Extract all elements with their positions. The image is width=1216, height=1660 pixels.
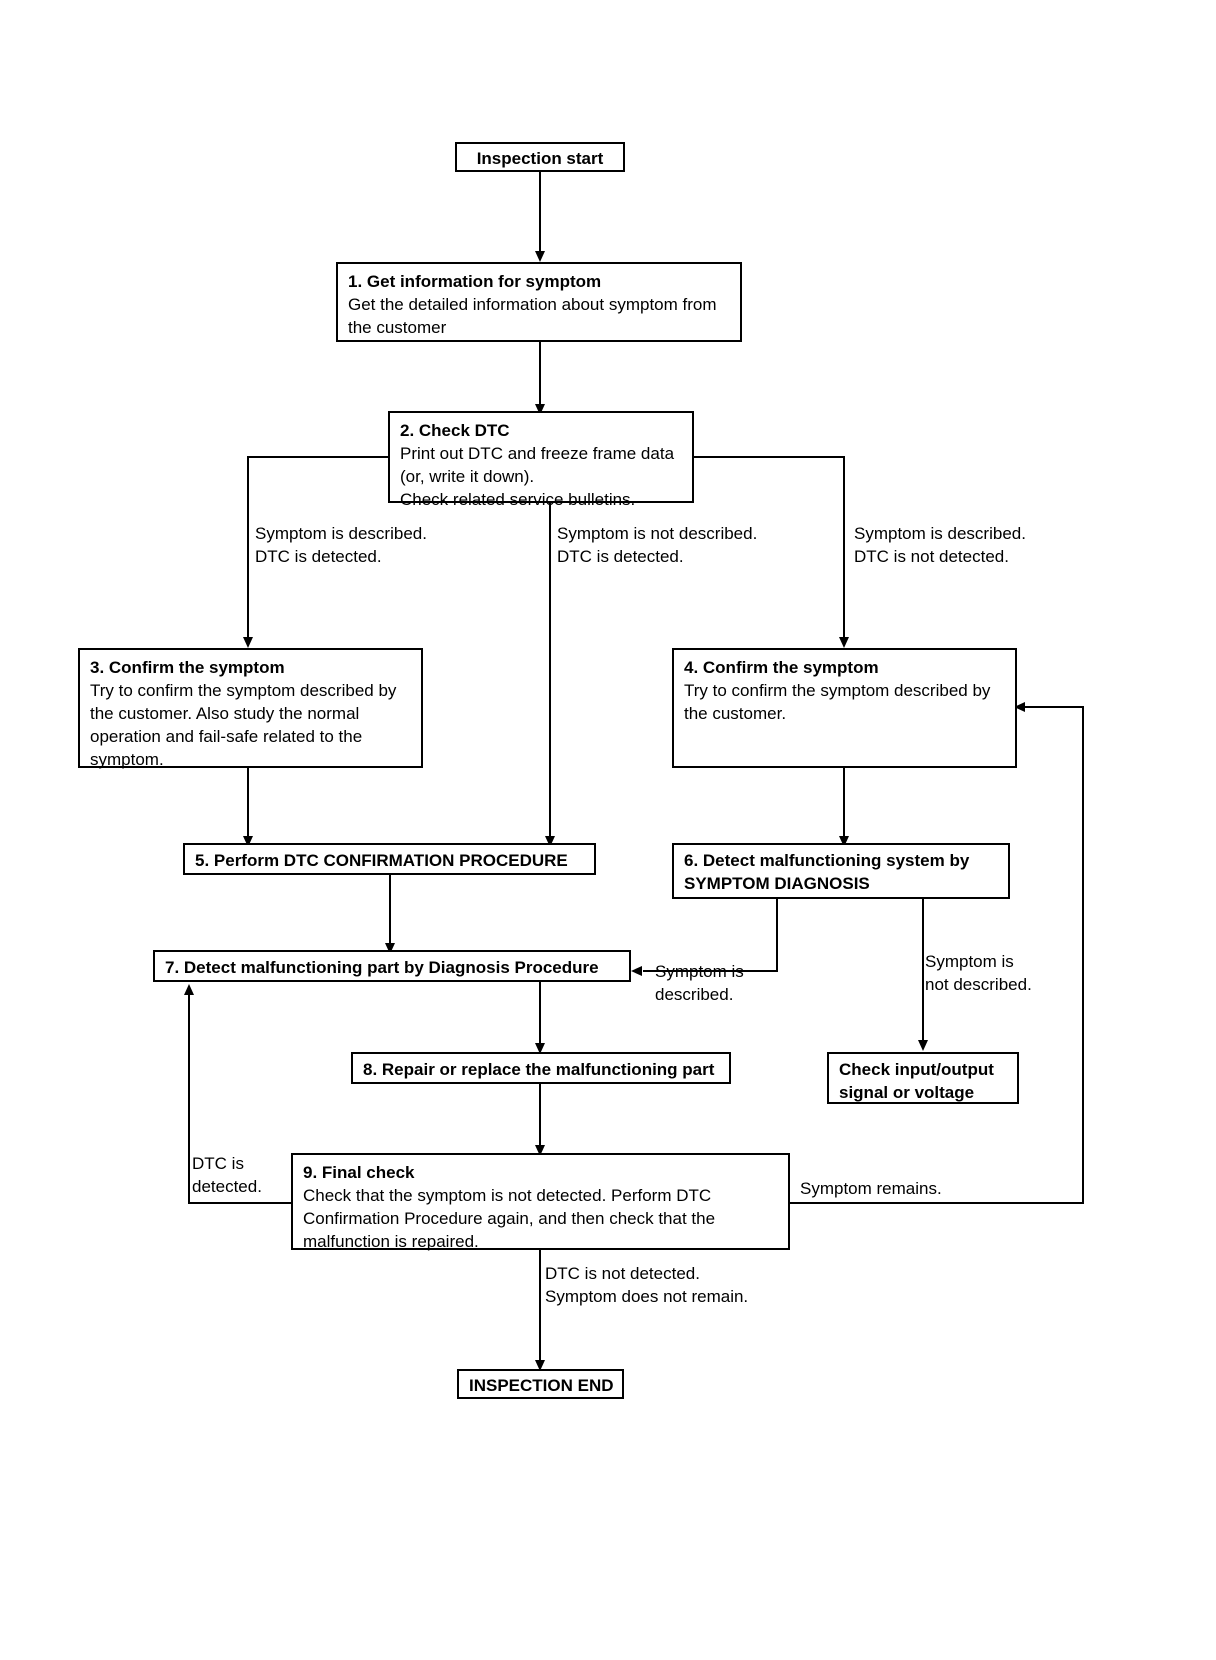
node-inspection-end[interactable]: INSPECTION END <box>457 1369 624 1399</box>
node-step-5[interactable]: 5. Perform DTC CONFIRMATION PROCEDURE <box>183 843 596 875</box>
arrowhead-step2 <box>535 404 545 415</box>
arrowhead-step5-from-step3 <box>243 836 253 847</box>
node-step-7-title: 7. Detect malfunctioning part by Diagnos… <box>165 958 599 977</box>
arrowhead-step6 <box>839 836 849 847</box>
arrowhead-step4 <box>839 637 849 648</box>
edge-label-branch-middle: Symptom is not described. DTC is detecte… <box>557 524 758 566</box>
node-step-9-title: 9. Final check <box>303 1163 415 1182</box>
node-step-4[interactable]: 4. Confirm the symptom Try to confirm th… <box>672 648 1017 768</box>
edge-step9-loop-vertical <box>188 995 190 1203</box>
node-step-8[interactable]: 8. Repair or replace the malfunctioning … <box>351 1052 731 1084</box>
edge-step2-right-vertical <box>843 456 845 640</box>
node-step-4-title: 4. Confirm the symptom <box>684 658 879 677</box>
node-step-8-title: 8. Repair or replace the malfunctioning … <box>363 1060 715 1079</box>
node-step-1-title: 1. Get information for symptom <box>348 272 602 291</box>
edge-step6-to-check-io <box>922 899 924 1044</box>
arrowhead-step3 <box>243 637 253 648</box>
arrowhead-step7-from-step6 <box>631 966 642 976</box>
edge-label-dtc-detected: DTC is detected. <box>192 1154 262 1196</box>
node-step-6[interactable]: 6. Detect malfunctioning system by SYMPT… <box>672 843 1010 899</box>
node-step-1[interactable]: 1. Get information for symptom Get the d… <box>336 262 742 342</box>
node-inspection-end-label: INSPECTION END <box>469 1376 614 1395</box>
arrowhead-check-io <box>918 1040 928 1051</box>
arrowhead-step7-from-step5 <box>385 943 395 954</box>
arrowhead-end <box>535 1360 545 1371</box>
node-check-input-output[interactable]: Check input/output signal or voltage <box>827 1052 1019 1104</box>
edge-label-symptom-described: Symptom is described. <box>655 962 744 1004</box>
node-step-1-body: Get the detailed information about sympt… <box>348 295 717 337</box>
edge-label-symptom-remains: Symptom remains. <box>800 1179 942 1198</box>
edge-label-final-pass: DTC is not detected. Symptom does not re… <box>545 1264 749 1306</box>
edge-step9-remains-horizontal-bottom <box>789 1202 1084 1204</box>
edge-step3-to-step5 <box>247 768 249 842</box>
arrowhead-step5-from-step2 <box>545 836 555 847</box>
edge-step6-to-step7-horizontal <box>643 970 778 972</box>
node-check-input-output-title: Check input/output signal or voltage <box>839 1060 994 1102</box>
edge-step2-right-horizontal <box>692 456 845 458</box>
edge-label-branch-right: Symptom is described. DTC is not detecte… <box>854 524 1026 566</box>
edge-step4-to-step6 <box>843 768 845 842</box>
edge-label-branch-left: Symptom is described. DTC is detected. <box>255 524 427 566</box>
node-step-9[interactable]: 9. Final check Check that the symptom is… <box>291 1153 790 1251</box>
node-step-2-title: 2. Check DTC <box>400 421 510 440</box>
edge-step2-left-horizontal <box>247 456 390 458</box>
edge-step6-to-step7-vertical <box>776 899 778 971</box>
edge-step5-to-step7 <box>389 875 391 949</box>
edge-step9-remains-vertical <box>1082 706 1084 1203</box>
node-step-4-body: Try to confirm the symptom described by … <box>684 681 991 723</box>
node-step-3[interactable]: 3. Confirm the symptom Try to confirm th… <box>78 648 423 769</box>
arrowhead-step9 <box>535 1145 545 1156</box>
edge-start-to-step1 <box>539 172 541 254</box>
edge-step2-left-vertical <box>247 456 249 640</box>
node-step-6-title: 6. Detect malfunctioning system by SYMPT… <box>684 851 970 893</box>
arrowhead-step8 <box>535 1043 545 1054</box>
edge-step9-loop-horizontal <box>188 1202 292 1204</box>
edge-step2-middle-vertical <box>549 503 551 841</box>
edge-step8-to-step9 <box>539 1084 541 1150</box>
node-step-3-body: Try to confirm the symptom described by … <box>90 681 397 769</box>
node-step-5-title: 5. Perform DTC CONFIRMATION PROCEDURE <box>195 851 568 870</box>
node-step-2-body: Print out DTC and freeze frame data (or,… <box>400 444 675 509</box>
node-step-9-body: Check that the symptom is not detected. … <box>303 1186 716 1251</box>
arrowhead-step7-from-step9 <box>184 984 194 995</box>
edge-step9-to-end <box>539 1250 541 1366</box>
arrowhead-step1 <box>535 251 545 262</box>
node-step-2[interactable]: 2. Check DTC Print out DTC and freeze fr… <box>388 411 694 509</box>
edge-step1-to-step2 <box>539 342 541 408</box>
node-inspection-start[interactable]: Inspection start <box>455 142 625 172</box>
edge-step7-to-step8 <box>539 982 541 1048</box>
node-step-3-title: 3. Confirm the symptom <box>90 658 285 677</box>
edge-label-symptom-not-described: Symptom is not described. <box>925 952 1032 994</box>
node-inspection-start-label: Inspection start <box>476 149 604 168</box>
edge-step9-remains-horizontal-top <box>1018 706 1084 708</box>
node-step-7[interactable]: 7. Detect malfunctioning part by Diagnos… <box>153 950 631 982</box>
arrowhead-step4-from-step9 <box>1014 702 1025 712</box>
